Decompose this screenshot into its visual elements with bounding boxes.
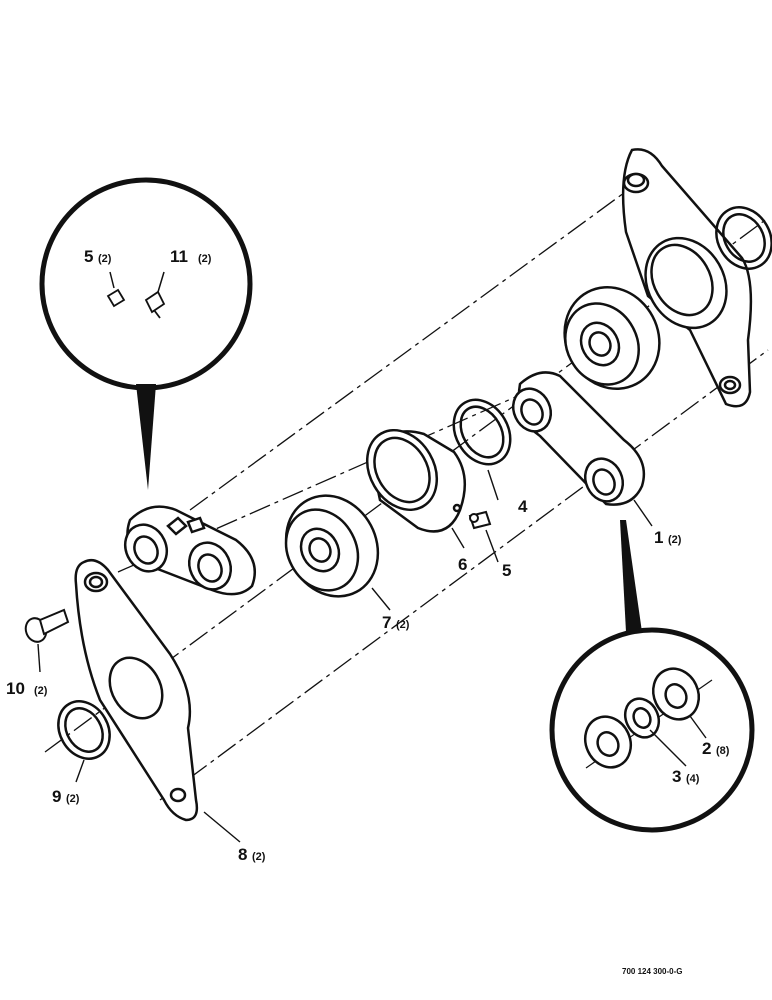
callout-4-number: 4 — [518, 497, 528, 516]
bearing-collar-6 — [365, 429, 467, 533]
upper-mount-line — [189, 189, 629, 511]
lower-mount-line — [159, 349, 769, 801]
callout-4: 4 — [518, 497, 528, 516]
rear-bearing — [563, 286, 661, 390]
drawing-number: 700 124 300-0-G — [622, 967, 683, 976]
callout-10-number: 10 — [6, 679, 25, 698]
callout-11-detail-qty: (2) — [198, 253, 212, 265]
bearing-housing-right — [511, 371, 646, 506]
detail-circle-fittings — [39, 177, 253, 490]
callout-6: 6 — [458, 555, 467, 574]
retainer-ring-4 — [452, 398, 512, 466]
detail-circle-bearings — [549, 520, 755, 833]
rear-seal-ring — [715, 206, 772, 270]
bearing-7 — [284, 494, 380, 598]
grease-fitting-5 — [468, 510, 492, 530]
callout-8-qty: (2) — [252, 851, 266, 863]
callout-2-qty: (8) — [716, 745, 730, 757]
callout-1-qty: (2) — [668, 534, 682, 546]
callout-11-detail-number: 11 — [170, 247, 188, 266]
callout-3-number: 3 — [672, 767, 681, 786]
fitting-11-detail-icon — [144, 290, 166, 319]
callout-1: 1 (2) — [654, 528, 682, 547]
callout-7-number: 7 — [382, 613, 391, 632]
callout-5: 5 — [502, 561, 511, 580]
bolt-10 — [24, 608, 70, 643]
callout-8: 8 (2) — [238, 845, 266, 864]
callout-10: 10 (2) — [6, 679, 48, 698]
callout-9-qty: (2) — [66, 793, 80, 805]
front-flange-bore — [108, 656, 164, 720]
callout-5-detail-qty: (2) — [98, 253, 112, 265]
callout-9-number: 9 — [52, 787, 61, 806]
callout-5-number: 5 — [502, 561, 511, 580]
fitting-5-detail-icon — [106, 288, 126, 308]
seal-ring-9 — [57, 700, 111, 760]
callout-10-qty: (2) — [34, 685, 48, 697]
callout-3: 3 (4) — [672, 767, 700, 786]
callout-7: 7 (2) — [382, 613, 410, 632]
leader-lines — [37, 469, 707, 843]
rear-flange-plate — [621, 148, 753, 408]
callout-2: 2 (8) — [702, 739, 730, 758]
callout-5-detail-number: 5 — [84, 247, 93, 266]
callout-8-number: 8 — [238, 845, 247, 864]
front-flange-plate — [74, 559, 199, 822]
callout-6-number: 6 — [458, 555, 467, 574]
bearing-housing-left — [123, 505, 256, 596]
callout-11-detail: 11 (2) — [170, 247, 212, 266]
callout-3-qty: (4) — [686, 773, 700, 785]
callout-7-qty: (2) — [396, 619, 410, 631]
callout-2-number: 2 — [702, 739, 711, 758]
callout-1-number: 1 — [654, 528, 663, 547]
callout-9: 9 (2) — [52, 787, 80, 806]
callout-5-detail: 5 (2) — [84, 247, 112, 266]
